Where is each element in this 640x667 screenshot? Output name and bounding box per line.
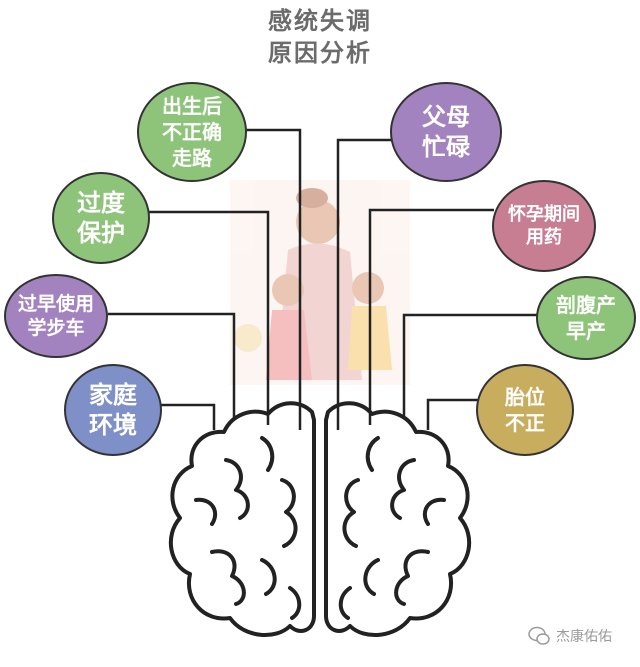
cause-medication-pregnancy: 怀孕期间 用药 bbox=[492, 180, 596, 272]
cause-pregnancy-line-2: 用药 bbox=[526, 227, 562, 248]
cause-birth-walking: 出生后 不正确 走路 bbox=[137, 82, 247, 182]
cause-pregnancy-line-1: 怀孕期间 bbox=[508, 204, 580, 225]
wechat-icon bbox=[528, 626, 550, 645]
cause-walker-line-2: 学步车 bbox=[27, 317, 85, 339]
cause-birth-line-3: 走路 bbox=[172, 146, 212, 170]
cause-birth-line-1: 出生后 bbox=[162, 94, 222, 118]
cause-parents-line-1: 父母 bbox=[422, 103, 470, 131]
cause-overprotect-line-2: 保护 bbox=[77, 219, 125, 247]
cause-csection-premature: 剖腹产 早产 bbox=[536, 276, 636, 360]
cause-family-line-2: 环境 bbox=[89, 411, 137, 439]
watermark: 杰康佑佑 bbox=[528, 626, 612, 646]
cause-position-line-1: 胎位 bbox=[505, 385, 545, 409]
title-line-1: 感统失调 bbox=[268, 7, 372, 35]
cause-position-line-2: 不正 bbox=[505, 411, 545, 435]
cause-parents-line-2: 忙碌 bbox=[422, 133, 470, 161]
cause-early-walker: 过早使用 学步车 bbox=[4, 274, 108, 358]
cause-overprotection: 过度 保护 bbox=[52, 172, 150, 264]
cause-csection-line-2: 早产 bbox=[566, 319, 606, 343]
cause-walker-line-1: 过早使用 bbox=[17, 293, 94, 315]
cause-busy-parents: 父母 忙碌 bbox=[390, 82, 502, 182]
cause-fetal-position: 胎位 不正 bbox=[476, 364, 574, 456]
cause-csection-line-1: 剖腹产 bbox=[556, 293, 616, 317]
watermark-text: 杰康佑佑 bbox=[556, 629, 612, 645]
cause-birth-line-2: 不正确 bbox=[162, 120, 222, 144]
cause-overprotect-line-1: 过度 bbox=[77, 189, 125, 217]
title-line-2: 原因分析 bbox=[268, 39, 372, 67]
cause-family-line-1: 家庭 bbox=[89, 381, 137, 409]
cause-family-environment: 家庭 环境 bbox=[64, 364, 162, 456]
